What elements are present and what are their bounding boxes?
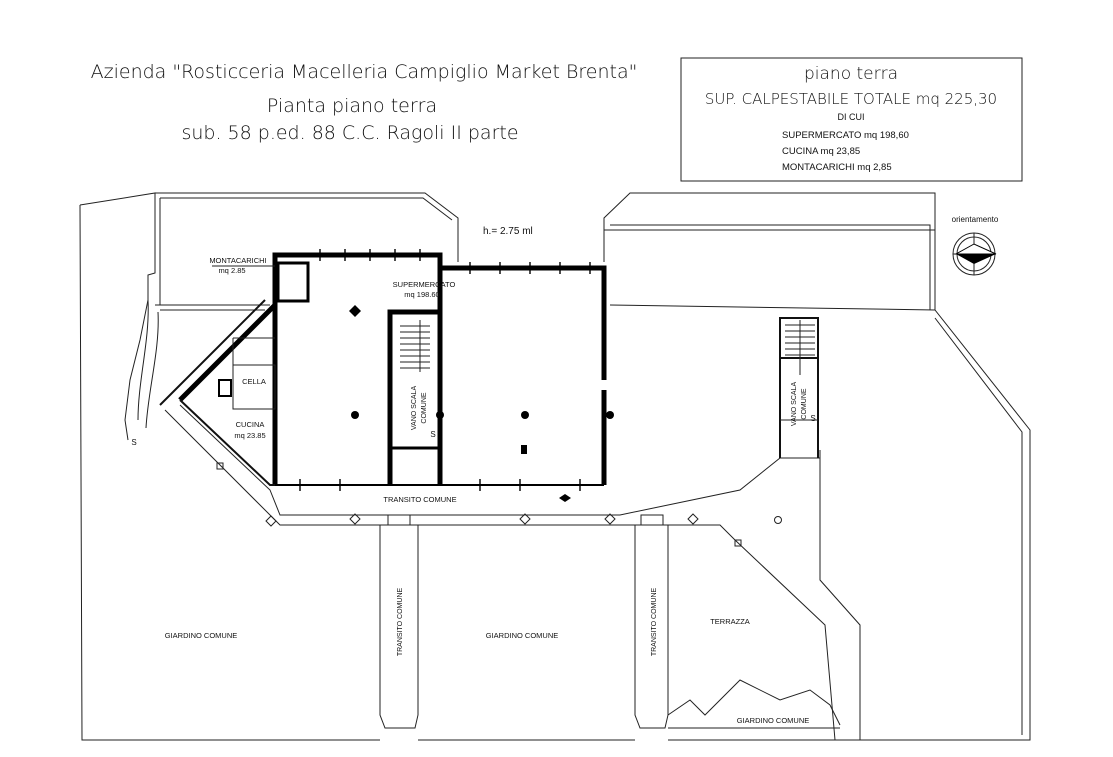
giardino-comune-2: GIARDINO COMUNE [486,631,559,640]
summary-floor: piano terra [804,64,898,84]
summary-item-supermercato: SUPERMERCATO mq 198,60 [782,130,909,141]
stair-mark-3: S [810,414,815,423]
columns [349,305,614,502]
vano-scala-1-sub: COMUNE [421,392,428,423]
cucina-label: CUCINA [236,420,265,429]
vano-scala-2-sub: COMUNE [801,388,808,419]
window-ticks [299,249,591,491]
building-walls [159,252,819,486]
summary-of-which: DI CUI [838,112,865,122]
supermercato-label: SUPERMERCATO [393,280,456,289]
terrazza-label: TERRAZZA [710,617,750,626]
corridor-markers [216,462,782,547]
stair-treads-right [785,320,815,375]
orientation-label: orientamento [952,215,999,224]
vano-scala-1-label: VANO SCALA [411,386,418,431]
supermercato-area: mq 198.60 [404,290,439,299]
transito-comune-1: TRANSITO COMUNE [397,588,404,657]
stair-mark-1: S [131,438,136,447]
cadastral-reference: sub. 58 p.ed. 88 C.C. Ragoli II parte [181,122,518,144]
kitchen-layout [218,337,276,410]
compass-icon [952,232,997,276]
plan-title: Pianta piano terra [267,95,437,117]
summary-total-area: SUP. CALPESTABILE TOTALE mq 225,30 [705,90,997,108]
vano-scala-2-label: VANO SCALA [791,382,798,427]
cella-label: CELLA [242,377,266,386]
giardino-comune-3: GIARDINO COMUNE [737,716,810,725]
cucina-area: mq 23.85 [234,431,265,440]
stair-treads-left [400,320,430,372]
summary-box [680,57,1023,182]
montacarichi-area: mq 2.85 [218,266,245,275]
montacarichi-label: MONTACARICHI [209,256,266,265]
giardino-comune-1: GIARDINO COMUNE [165,631,238,640]
transito-comune-2: TRANSITO COMUNE [651,588,658,657]
site-outline [79,192,1031,741]
height-note: h.= 2.75 ml [483,226,533,237]
summary-item-montacarichi: MONTACARICHI mq 2,85 [782,162,892,173]
transito-comune-corridor: TRANSITO COMUNE [383,495,456,504]
stair-mark-2: S [430,430,435,439]
summary-item-cucina: CUCINA mq 23,85 [782,146,860,157]
company-title: Azienda "Rosticceria Macelleria Campigli… [91,61,638,83]
